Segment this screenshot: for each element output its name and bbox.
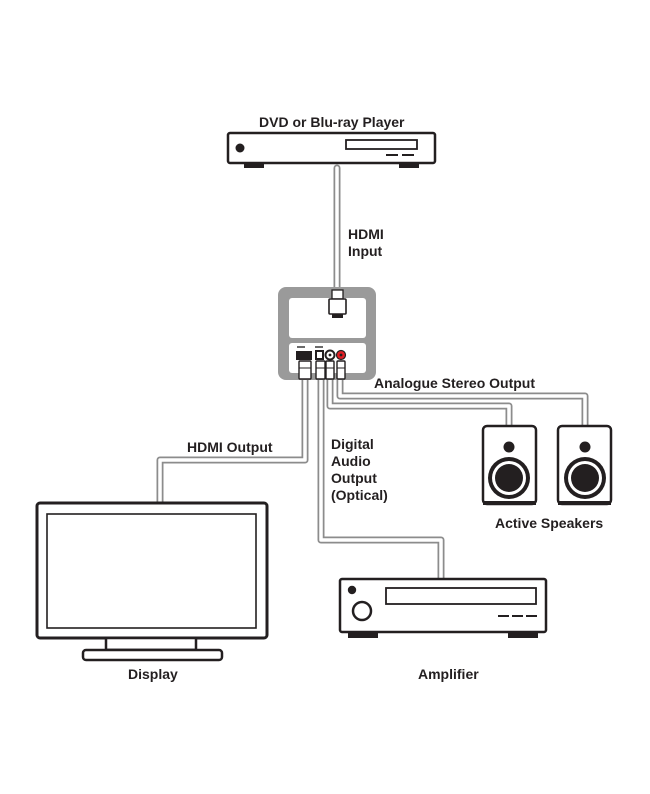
converter-icon xyxy=(278,287,376,380)
analogue-cable-right xyxy=(336,374,589,431)
display-icon xyxy=(35,501,269,662)
speaker-icon xyxy=(556,424,613,506)
hdmi-input-label-line: HDMI xyxy=(348,226,384,242)
hdmi-output-cable xyxy=(156,374,309,507)
speakers-label: Active Speakers xyxy=(495,515,604,531)
cables xyxy=(156,164,589,583)
hdmi-input-label: HDMI Input xyxy=(348,226,384,260)
digital-audio-label-line: (Optical) xyxy=(331,487,388,503)
analogue-output-label: Analogue Stereo Output xyxy=(374,375,535,391)
dvd-player-label: DVD or Blu-ray Player xyxy=(259,114,405,130)
digital-audio-label-line: Audio xyxy=(331,453,371,469)
amplifier-label: Amplifier xyxy=(418,666,479,682)
display-label: Display xyxy=(128,666,178,682)
dvd-player-icon xyxy=(226,131,437,168)
hdmi-input-label-line: Input xyxy=(348,243,383,259)
hdmi-output-label: HDMI Output xyxy=(187,439,273,455)
amplifier-icon xyxy=(338,577,548,638)
digital-audio-label-line: Digital xyxy=(331,436,374,452)
analogue-cable-left xyxy=(326,374,513,431)
digital-audio-output-label: Digital Audio Output (Optical) xyxy=(331,436,388,504)
digital-audio-label-line: Output xyxy=(331,470,377,486)
speaker-icon xyxy=(481,424,538,506)
optical-cable xyxy=(317,374,445,583)
